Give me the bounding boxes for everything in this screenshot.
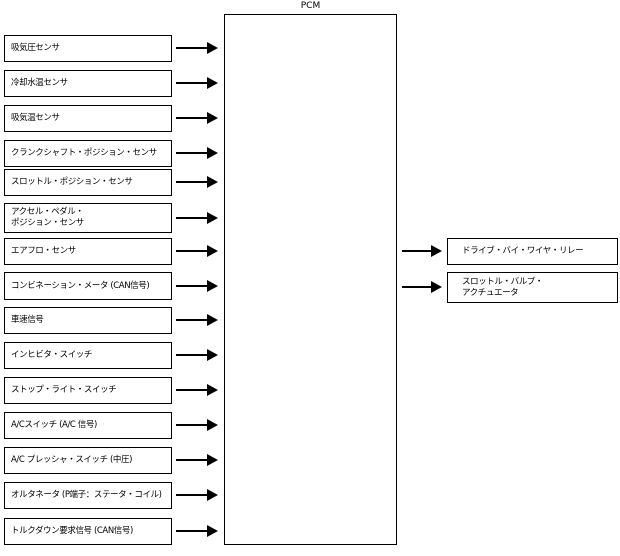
arrow-right-icon bbox=[176, 245, 218, 257]
pcm-label: PCM bbox=[300, 1, 321, 11]
arrow-right-icon bbox=[176, 349, 218, 361]
arrow-right-icon bbox=[402, 281, 442, 293]
arrow-right-icon bbox=[176, 384, 218, 396]
arrow-right-icon bbox=[176, 112, 218, 124]
input-box-airflow-sensor: エアフロ・センサ bbox=[4, 238, 172, 265]
input-box-inhibitor-switch: インヒビタ・スイッチ bbox=[4, 342, 172, 369]
input-box-intake-pressure-sensor: 吸気圧センサ bbox=[4, 35, 172, 62]
input-box-intake-air-temp-sensor: 吸気温センサ bbox=[4, 105, 172, 132]
arrow-right-icon bbox=[176, 42, 218, 54]
output-box-throttle-valve-actuator: スロットル・バルブ・ アクチュエータ bbox=[447, 272, 618, 303]
pcm-box bbox=[224, 14, 397, 545]
input-box-ac-pressure-switch: A/C プレッシャ・スイッチ (中圧) bbox=[4, 447, 172, 474]
arrow-right-icon bbox=[402, 245, 442, 257]
input-box-torque-down-request-can: トルクダウン要求信号 (CAN信号) bbox=[4, 518, 172, 545]
output-box-drive-by-wire-relay: ドライブ・バイ・ワイヤ・リレー bbox=[447, 238, 618, 265]
arrow-right-icon bbox=[176, 314, 218, 326]
arrow-right-icon bbox=[176, 147, 218, 159]
input-box-stop-light-switch: ストップ・ライト・スイッチ bbox=[4, 377, 172, 404]
arrow-right-icon bbox=[176, 454, 218, 466]
arrow-right-icon bbox=[176, 176, 218, 188]
input-box-combination-meter-can: コンビネーション・メータ (CAN信号) bbox=[4, 272, 172, 300]
input-box-coolant-temp-sensor: 冷却水温センサ bbox=[4, 70, 172, 97]
arrow-right-icon bbox=[176, 280, 218, 292]
arrow-right-icon bbox=[176, 525, 218, 537]
arrow-right-icon bbox=[176, 212, 218, 224]
input-box-accel-pedal-position-sensor: アクセル・ペダル・ ポジション・センサ bbox=[4, 203, 172, 233]
input-box-vehicle-speed-signal: 車速信号 bbox=[4, 307, 172, 334]
input-box-ac-switch: A/Cスイッチ (A/C 信号) bbox=[4, 412, 172, 439]
arrow-right-icon bbox=[176, 77, 218, 89]
input-box-alternator: オルタネータ (P端子：ステータ・コイル) bbox=[4, 482, 172, 509]
arrow-right-icon bbox=[176, 419, 218, 431]
input-box-crankshaft-position-sensor: クランクシャフト・ポジション・センサ bbox=[4, 140, 172, 167]
input-box-throttle-position-sensor: スロットル・ポジション・センサ bbox=[4, 169, 172, 196]
arrow-right-icon bbox=[176, 489, 218, 501]
